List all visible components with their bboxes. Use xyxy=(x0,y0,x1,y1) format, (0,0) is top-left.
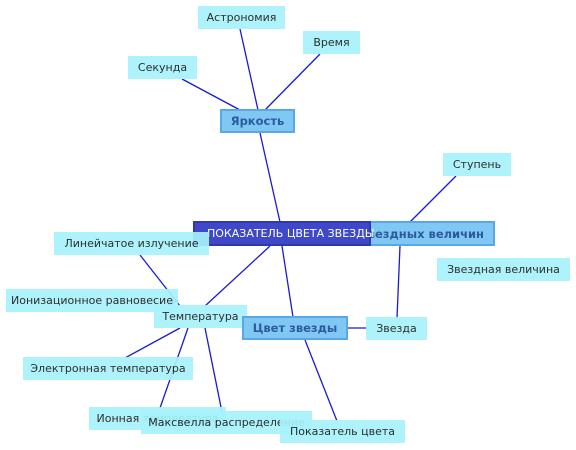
node-star[interactable]: Звезда xyxy=(366,317,427,340)
connector-line-7 xyxy=(281,245,294,318)
connector-line-8 xyxy=(204,245,271,307)
connector-line-11 xyxy=(124,327,181,359)
node-linear-emission[interactable]: Линейчатое излучение xyxy=(54,232,209,255)
connector-line-6 xyxy=(396,245,401,319)
node-step[interactable]: Ступень xyxy=(443,153,511,176)
connector-line-3 xyxy=(181,78,241,111)
node-star-color[interactable]: Цвет звезды xyxy=(242,316,348,340)
node-color-index[interactable]: Показатель цвета xyxy=(280,420,405,443)
node-astronomy[interactable]: Астрономия xyxy=(198,6,285,29)
connector-line-5 xyxy=(409,175,457,223)
node-ionization-equilibrium[interactable]: Ионизационное равновесие xyxy=(6,289,178,312)
connector-line-1 xyxy=(239,28,259,111)
node-stellar-magnitude[interactable]: Звездная величина xyxy=(437,258,570,281)
connector-line-13 xyxy=(204,327,223,413)
node-electron-temperature[interactable]: Электронная температура xyxy=(23,357,193,380)
node-brightness[interactable]: Яркость xyxy=(220,109,295,133)
connector-line-4 xyxy=(259,132,281,223)
connector-line-2 xyxy=(264,53,321,111)
node-maxwell-distribution[interactable]: Максвелла распределение xyxy=(141,411,312,434)
node-second[interactable]: Секунда xyxy=(128,56,197,79)
node-temperature[interactable]: Температура xyxy=(154,305,247,328)
connector-line-15 xyxy=(304,339,338,422)
node-central-star-color-index[interactable]: ПОКАЗАТЕЛЬ ЦВЕТА ЗВЕЗДЫ xyxy=(193,221,375,246)
node-time[interactable]: Время xyxy=(303,31,360,54)
